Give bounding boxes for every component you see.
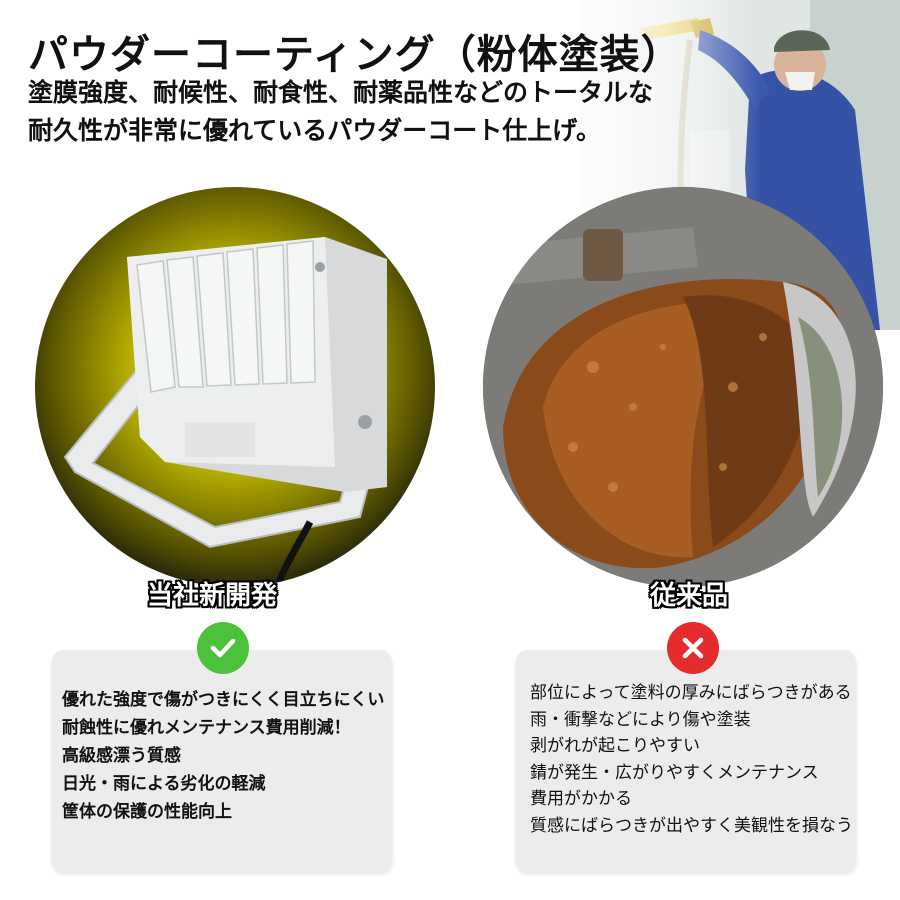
- cross-icon: [667, 622, 719, 674]
- list-item: 筐体の保護の性能向上: [62, 802, 232, 822]
- list-item: 雨・衝撃などにより傷や塗装: [530, 709, 751, 730]
- list-item: 部位によって塗料の厚みにばらつきがある: [530, 683, 852, 703]
- list-item: 高級感漂う質感: [62, 746, 181, 766]
- conventional-product-caption: 従来品: [650, 581, 729, 611]
- new-product-benefits-card: 優れた強度で傷がつきにくく目立ちにくい 耐蝕性に優れメンテナンス費用削減！ 高級…: [52, 650, 392, 872]
- new-product-image: [35, 187, 435, 587]
- list-item: 剥がれが起こりやすい: [530, 736, 700, 756]
- page-title: パウダーコーティング（粉体塗装）: [28, 32, 682, 78]
- page-subtitle: 塗膜強度、耐候性、耐食性、耐薬品性などのトータルな 耐久性が非常に優れているパウ…: [28, 74, 688, 150]
- subtitle-line-1: 塗膜強度、耐候性、耐食性、耐薬品性などのトータルな: [28, 78, 654, 107]
- list-item: 日光・雨による劣化の軽減: [62, 774, 266, 794]
- check-icon: [197, 622, 249, 674]
- list-item: 耐蝕性に優れメンテナンス費用削減！: [62, 718, 351, 738]
- new-product-caption: 当社新開発: [147, 581, 278, 611]
- cross-mark-shape: [682, 637, 704, 659]
- floodlight-illustration: [63, 237, 387, 587]
- list-item: 錆が発生・広がりやすくメンテナンス: [530, 762, 819, 783]
- conventional-product-drawbacks-card: 部位によって塗料の厚みにばらつきがある 雨・衝撃などにより傷や塗装 剥がれが起こ…: [516, 650, 856, 872]
- check-mark-shape: [210, 638, 236, 658]
- subtitle-line-2: 耐久性が非常に優れているパウダーコート仕上げ。: [28, 116, 602, 145]
- conventional-product-image: [483, 187, 883, 587]
- list-item: 質感にばらつきが出やすく美観性を損なう: [530, 815, 853, 836]
- list-item: 優れた強度で傷がつきにくく目立ちにくい: [62, 690, 385, 710]
- rusty-lamp-illustration: [483, 187, 883, 587]
- conventional-product-drawbacks-list: 部位によって塗料の厚みにばらつきがある 雨・衝撃などにより傷や塗装 剥がれが起こ…: [530, 680, 853, 839]
- list-item: 費用がかかる: [530, 789, 632, 809]
- new-product-benefits-list: 優れた強度で傷がつきにくく目立ちにくい 耐蝕性に優れメンテナンス費用削減！ 高級…: [62, 686, 384, 826]
